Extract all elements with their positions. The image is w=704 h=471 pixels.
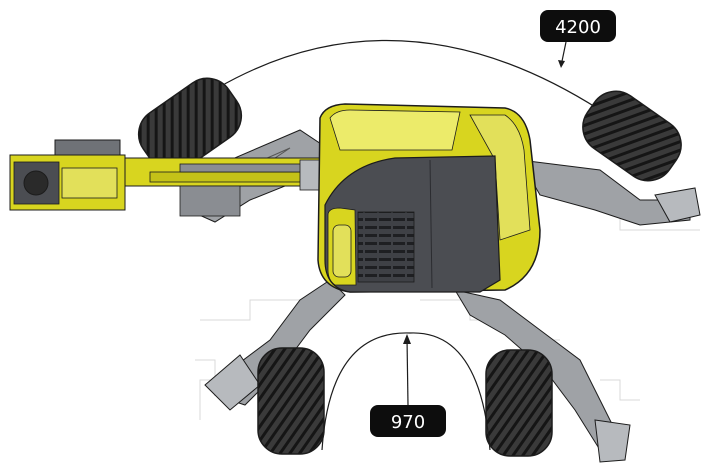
- front-right-arm: [519, 159, 701, 226]
- harvester-head: [9, 139, 126, 211]
- outer-span-badge: 4200: [540, 10, 616, 42]
- inner-span-value: 970: [391, 412, 425, 433]
- outer-dimension-arrowhead: [558, 60, 565, 68]
- front-right-wheel: [582, 90, 682, 182]
- rear-right-wheel: [485, 349, 553, 457]
- inner-dimension-arrowhead: [403, 334, 411, 344]
- front-left-wheel: [137, 77, 243, 173]
- boom-arm: [114, 157, 351, 217]
- outer-dimension-arc: [179, 39, 601, 113]
- engine-hood: [324, 155, 501, 293]
- inner-dimension-leader: [406, 337, 409, 406]
- outer-span-value: 4200: [555, 17, 601, 38]
- rear-left-wheel: [257, 347, 325, 455]
- inner-dimension-arc: [321, 332, 491, 451]
- rear-right-arm: [453, 289, 631, 463]
- inner-span-badge: 970: [370, 405, 446, 437]
